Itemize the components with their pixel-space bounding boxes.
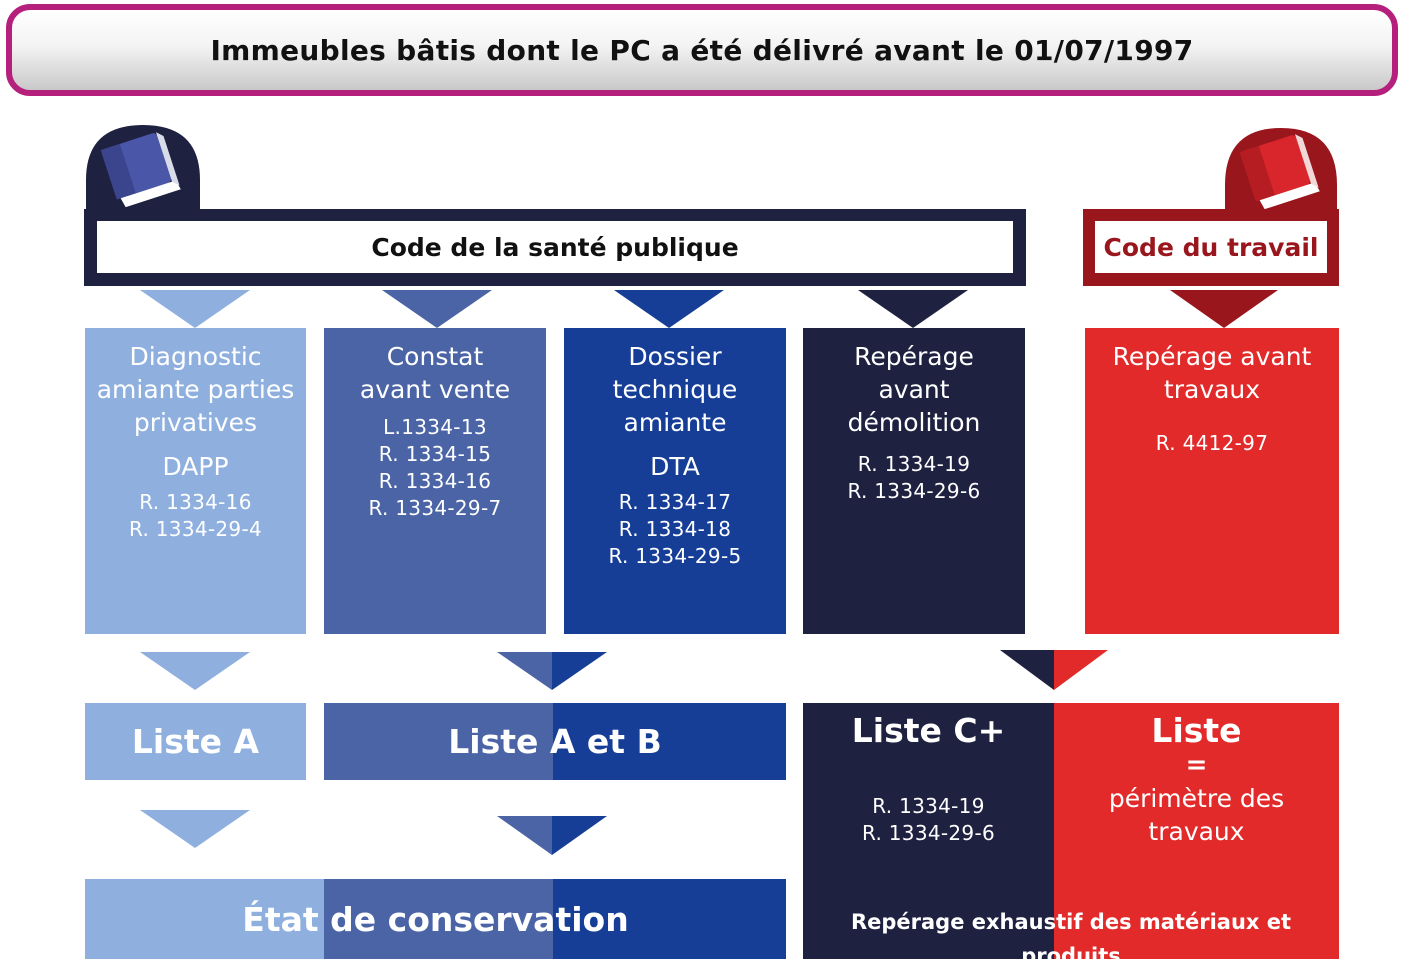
list-ab-label: Liste A et B [448, 722, 662, 761]
column-ref: R. 1334-18 [618, 517, 732, 541]
arrow-to-list-c-left [1000, 650, 1054, 690]
arrow-to-etat-a [140, 810, 250, 848]
list-cplus-refs: R. 1334-19 R. 1334-29-6 [803, 793, 1054, 847]
column-title: Constat avant vente [359, 342, 511, 404]
arrow-to-etat-ab-left [497, 816, 552, 855]
list-a-box [85, 703, 306, 780]
red-book-icon [1239, 134, 1320, 210]
etat-box-3 [553, 879, 786, 959]
column-dta: Dossier technique amiante DTA R. 1334-17… [564, 330, 786, 570]
column-demolition: Repérage avant démolition R. 1334-19 R. … [803, 330, 1025, 505]
column-title: Dossier technique amiante [612, 342, 738, 437]
arrow-to-list-c-right [1054, 650, 1108, 690]
col2-box [324, 328, 546, 634]
column-ref: R. 1334-29-7 [368, 496, 502, 520]
arrow-col5 [1170, 290, 1278, 328]
reperage-exhaustif-label: Repérage exhaustif des matériaux et prod… [850, 910, 1292, 968]
column-ref: R. 1334-19 [857, 452, 971, 476]
list-cplus-label: Liste C+ [851, 710, 1006, 750]
list-travaux-box [1054, 703, 1339, 959]
list-ab-box-left [324, 703, 553, 780]
arrow-to-list-ab-left [497, 652, 552, 690]
column-abbr: DAPP [162, 452, 229, 481]
column-dapp: Diagnostic amiante parties privatives DA… [85, 330, 306, 543]
arrow-col1 [140, 290, 250, 328]
page-title: Immeubles bâtis dont le PC a été délivré… [210, 33, 1194, 67]
list-cplus-ref: R. 1334-29-6 [861, 821, 995, 845]
column-ref: R. 1334-16 [139, 490, 252, 514]
list-travaux-desc: périmètre des travaux [1108, 784, 1285, 846]
list-ab-box-right [553, 703, 786, 780]
list-travaux-label: Liste [1151, 710, 1242, 750]
column-ref: R. 1334-29-5 [608, 544, 742, 568]
arrow-col2 [382, 290, 492, 328]
column-title: Diagnostic amiante parties privatives [96, 342, 295, 437]
col1-box [85, 328, 306, 634]
col3-box [564, 328, 786, 634]
etat-conservation-label: État de conservation [242, 899, 629, 939]
list-cplus-box [803, 703, 1054, 959]
etat-box-2 [324, 879, 553, 959]
etat-box-1 [85, 879, 324, 959]
column-ref: R. 1334-15 [378, 442, 492, 466]
title-banner: Immeubles bâtis dont le PC a été délivré… [6, 4, 1398, 96]
blue-book-icon [100, 132, 181, 208]
arrow-col4 [858, 290, 968, 328]
column-ref: R. 4412-97 [1155, 431, 1269, 455]
list-travaux-eq: = [1185, 750, 1208, 780]
column-title: Repérage avant démolition [847, 342, 981, 437]
column-ref: L.1334-13 [383, 415, 487, 439]
column-travaux: Repérage avant travaux R. 4412-97 [1085, 330, 1339, 457]
col5-box [1085, 328, 1339, 634]
arrow-to-etat-ab-right [552, 816, 607, 855]
code-travail-label: Code du travail [1095, 221, 1327, 273]
arrow-to-list-ab-right [552, 652, 607, 690]
arrow-col3 [614, 290, 724, 328]
column-ref: R. 1334-17 [618, 490, 732, 514]
column-ref: R. 1334-16 [378, 469, 492, 493]
column-abbr: DTA [650, 452, 700, 481]
list-a-label: Liste A [131, 722, 260, 761]
column-title: Repérage avant travaux [1112, 342, 1312, 404]
list-cplus-ref: R. 1334-19 [872, 794, 985, 818]
arrow-to-list-a [140, 652, 250, 690]
col4-box [803, 328, 1025, 634]
column-ref: R. 1334-29-6 [847, 479, 981, 503]
column-constat: Constat avant vente L.1334-13 R. 1334-15… [324, 330, 546, 522]
code-sante-label: Code de la santé publique [97, 221, 1013, 273]
column-ref: R. 1334-29-4 [128, 517, 262, 541]
